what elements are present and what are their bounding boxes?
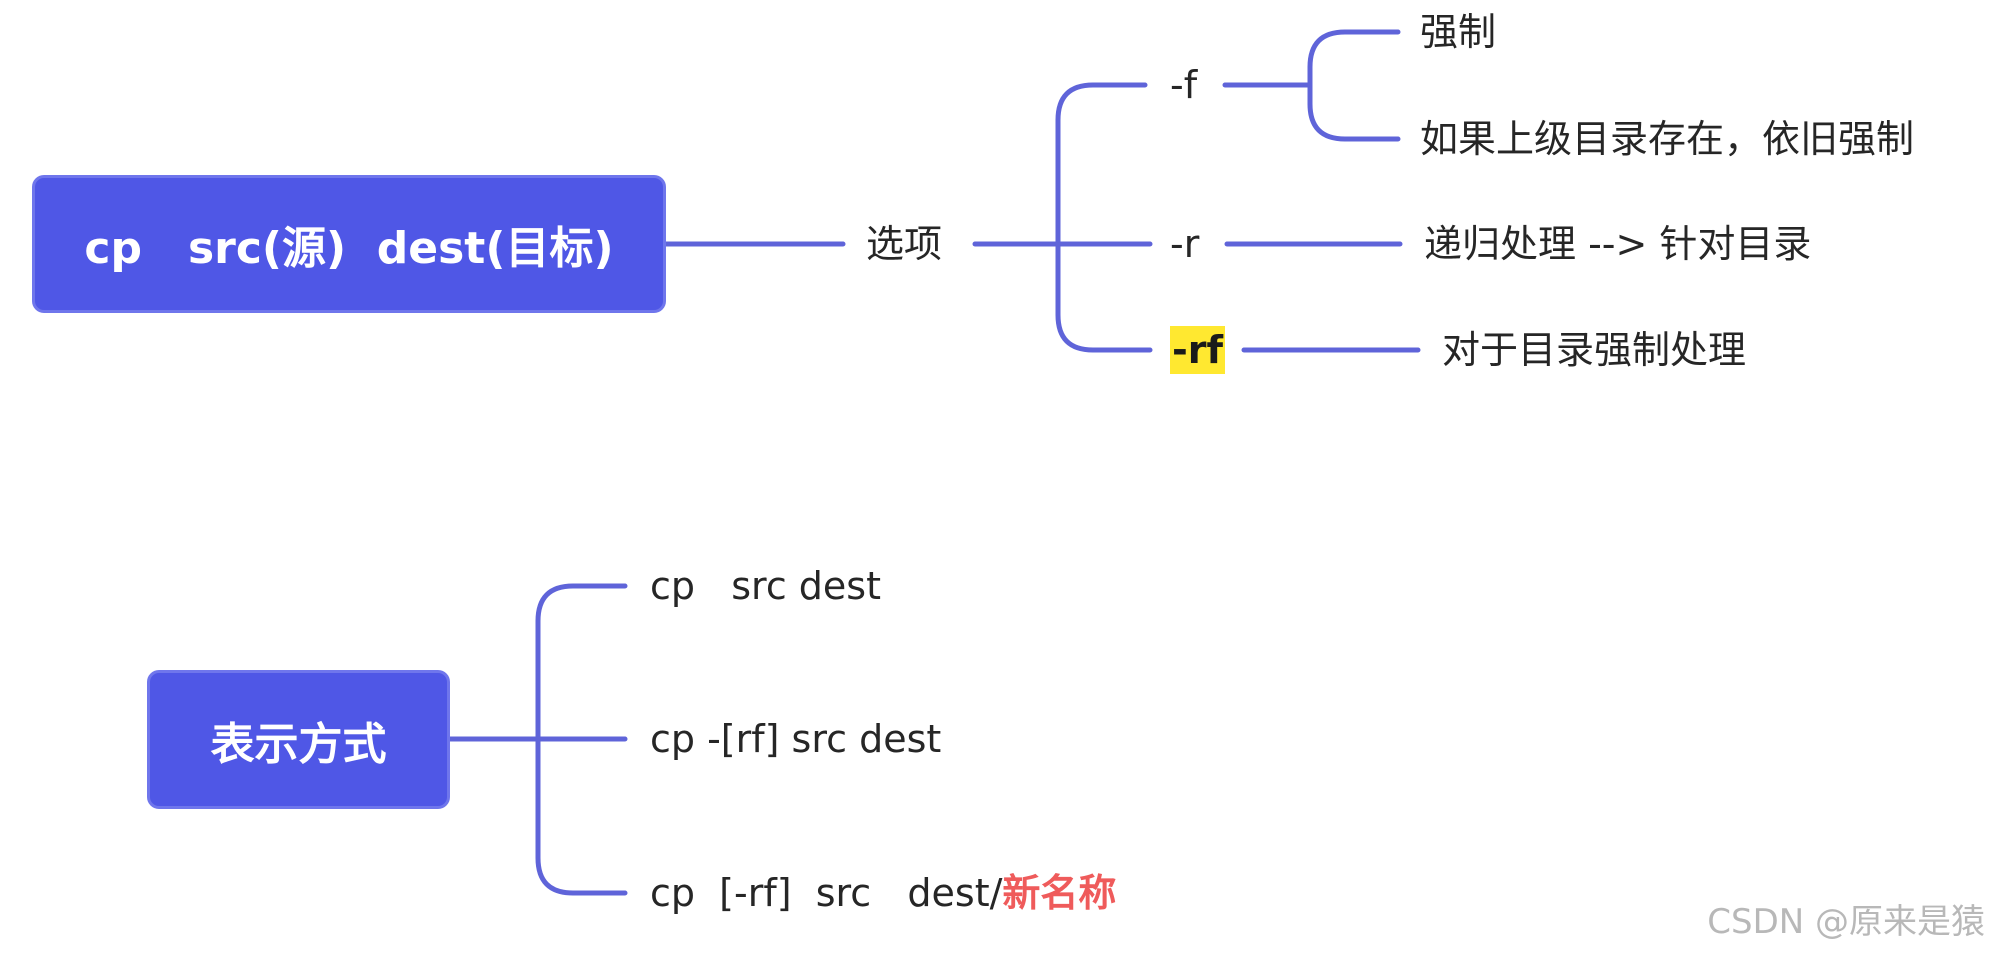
repr-item-rename-prefix: cp [-rf] src dest/	[650, 871, 1003, 915]
watermark: CSDN @原来是猿	[1707, 902, 1985, 942]
option-rf-desc[interactable]: 对于目录强制处理	[1442, 328, 1747, 372]
option-r[interactable]: -r	[1170, 222, 1200, 266]
option-r-desc[interactable]: 递归处理 --> 针对目录	[1424, 222, 1812, 266]
connector-bracket-options	[1055, 82, 1153, 353]
option-f-child-force[interactable]: 强制	[1420, 10, 1497, 54]
root-node-representation[interactable]: 表示方式	[147, 670, 450, 809]
connector-bracket-f	[1307, 29, 1401, 142]
repr-item-rename-highlight: 新名称	[1002, 871, 1117, 915]
option-rf[interactable]: -rf	[1170, 326, 1226, 374]
options-node[interactable]: 选项	[866, 222, 943, 266]
repr-item-basic[interactable]: cp src dest	[650, 564, 882, 608]
option-f-child-parent-exists[interactable]: 如果上级目录存在，依旧强制	[1420, 117, 1915, 161]
option-f[interactable]: -f	[1170, 63, 1198, 107]
root-node-cp[interactable]: cp src(源) dest(目标)	[32, 175, 666, 313]
repr-item-with-options[interactable]: cp -[rf] src dest	[650, 717, 942, 761]
repr-item-rename[interactable]: cp [-rf] src dest/新名称	[650, 869, 1116, 917]
